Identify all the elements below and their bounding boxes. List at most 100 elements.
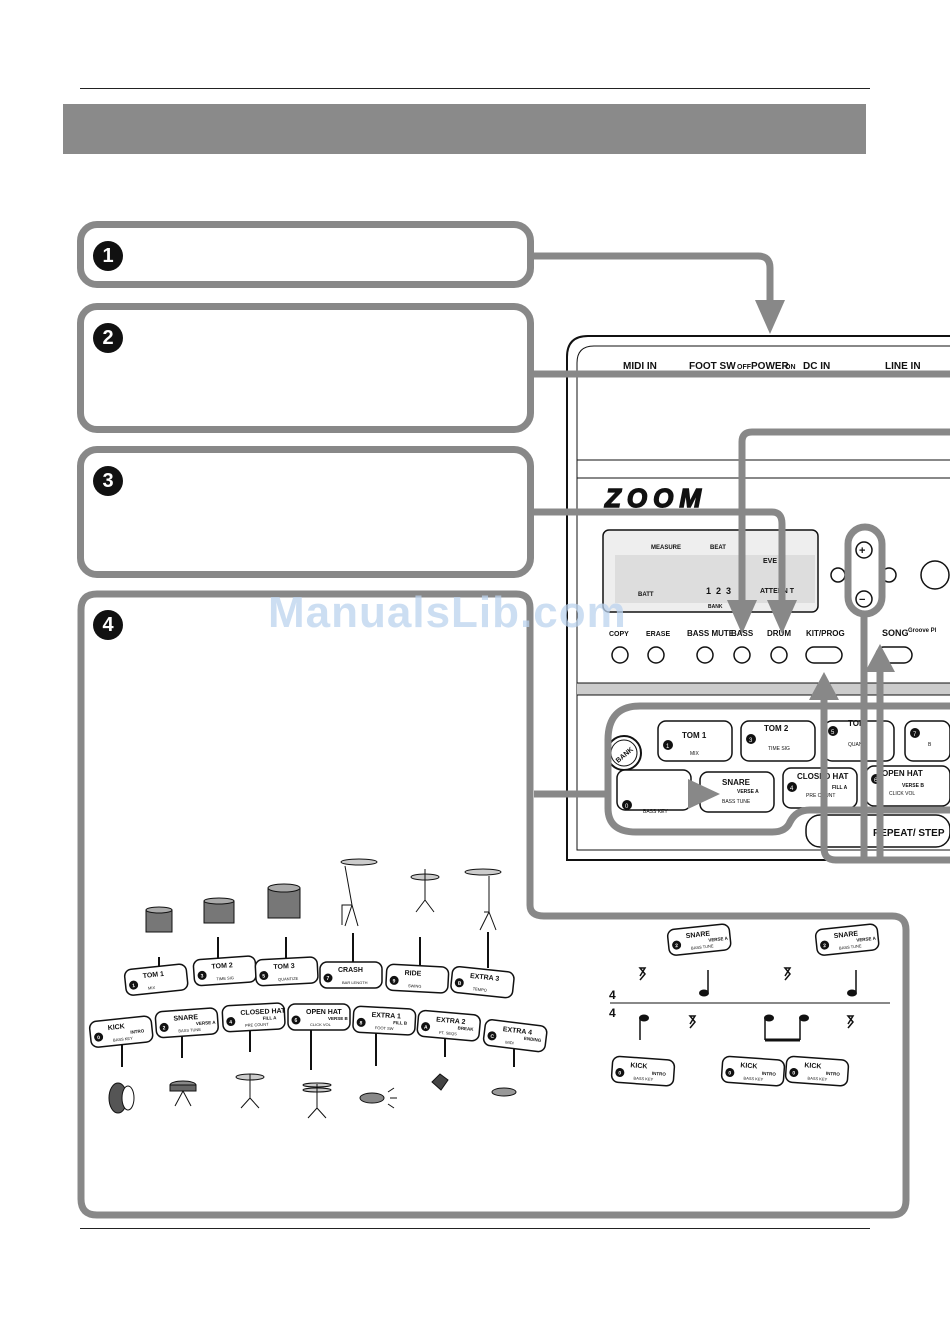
pad-number: 5 bbox=[831, 730, 835, 736]
pad-outline bbox=[610, 1055, 676, 1087]
display-pattern: ATTERN T bbox=[760, 588, 795, 595]
tom2-drum-icon bbox=[203, 897, 235, 924]
pad-sub: BASS TUNE bbox=[691, 943, 714, 950]
pad-name: TOM 2 bbox=[211, 962, 233, 970]
pad-outline bbox=[254, 956, 319, 987]
pad-alt: FILL A bbox=[832, 785, 848, 791]
pad-name: TOM bbox=[848, 719, 866, 728]
pad-number: 1 bbox=[132, 983, 136, 989]
pad-number: 4 bbox=[790, 786, 794, 792]
bass-label: BASS bbox=[731, 629, 754, 638]
pad-outline bbox=[154, 1007, 219, 1039]
on-label: ON bbox=[785, 364, 796, 371]
pad-sub: TEMPO bbox=[472, 986, 487, 992]
pad-sub: TIME SIG bbox=[768, 746, 790, 752]
pad-outline bbox=[352, 1005, 417, 1036]
pad-number: 3 bbox=[749, 738, 753, 744]
pad-outline bbox=[666, 923, 732, 956]
pad-number: 0 bbox=[792, 1070, 795, 1076]
pad-number: C bbox=[490, 1034, 495, 1040]
pad-sub: PRE COUNT bbox=[245, 1022, 269, 1028]
display-bank: BANK bbox=[708, 604, 723, 610]
pad-alt: INTRO bbox=[652, 1071, 667, 1077]
pad-sub: BASS TUNE bbox=[839, 943, 862, 950]
pad-number-badge bbox=[259, 971, 269, 981]
pad-alt: INTRO bbox=[130, 1028, 145, 1034]
pad-name: KICK bbox=[630, 1062, 648, 1070]
pad-name: CLOSED HAT bbox=[240, 1008, 286, 1017]
pad-alt: VERSE B bbox=[328, 1016, 349, 1021]
pad-number: 6 bbox=[295, 1018, 298, 1024]
pad-alt: ENDING bbox=[524, 1036, 542, 1043]
pad-number: B bbox=[457, 981, 462, 987]
pad-sub: CLICK VOL bbox=[310, 1022, 332, 1027]
pad-name: RIDE bbox=[404, 970, 421, 978]
pad-number: 2 bbox=[675, 943, 679, 949]
pad-alt: FILL B bbox=[393, 1020, 408, 1026]
pad-outline bbox=[720, 1055, 786, 1087]
pad-name: CRASH bbox=[338, 967, 363, 974]
song-label: SONG bbox=[882, 628, 909, 638]
pad-number-badge bbox=[226, 1017, 236, 1027]
pad-outline bbox=[88, 1015, 154, 1048]
pad-number-badge bbox=[389, 975, 399, 985]
pad-sub: MIX bbox=[690, 751, 700, 757]
device-pad-crash: 7B bbox=[910, 728, 932, 748]
pad-outline bbox=[385, 963, 450, 994]
bottom-rule bbox=[80, 1228, 870, 1229]
pad-sub: B bbox=[928, 742, 932, 748]
step-box-2: 2 bbox=[77, 303, 534, 433]
pad-number: 7 bbox=[913, 732, 917, 738]
rest-symbol bbox=[846, 1015, 855, 1029]
line-in-label: LINE IN bbox=[885, 361, 921, 372]
pad-alt: INTRO bbox=[826, 1071, 841, 1077]
pad-alt: VERSE A bbox=[708, 936, 729, 943]
off-label: OFF bbox=[737, 364, 752, 371]
tom3-drum-icon bbox=[267, 883, 301, 919]
bank-num-1: 1 bbox=[706, 586, 711, 596]
open-hat-icon bbox=[302, 1082, 332, 1119]
pad-number: 5 bbox=[262, 973, 265, 979]
time-sig-top: 4 bbox=[609, 988, 616, 1002]
repeat-step-label: REPEAT/ STEP bbox=[873, 828, 945, 839]
pad-alt: VERSE A bbox=[737, 789, 759, 795]
pad-alt: VERSE B bbox=[902, 783, 924, 789]
pad-name: EXTRA 3 bbox=[470, 973, 500, 983]
pad-alt: FILL A bbox=[263, 1015, 278, 1021]
pad-number-badge bbox=[789, 1068, 799, 1078]
pad-number-badge bbox=[725, 1068, 735, 1078]
pad-name: SNARE bbox=[833, 930, 858, 940]
pad-name: KICK bbox=[804, 1062, 822, 1070]
kick-drum-icon bbox=[108, 1082, 135, 1114]
pad-number-badge bbox=[672, 940, 682, 950]
pad-number-badge bbox=[159, 1022, 169, 1032]
drum-label: DRUM bbox=[767, 629, 791, 638]
step-number-4: 4 bbox=[93, 610, 123, 640]
bank-num-2: 2 bbox=[716, 586, 721, 596]
snare-drum-icon bbox=[169, 1080, 197, 1107]
plus-key: + bbox=[859, 545, 865, 557]
erase-label: ERASE bbox=[646, 631, 670, 638]
zoom-logo: ZOOM bbox=[604, 483, 707, 513]
crash-cymbal-icon bbox=[340, 858, 378, 927]
pad-outline bbox=[482, 1019, 548, 1053]
pad-sub: BASS TUNE bbox=[722, 799, 751, 805]
kit-pad-top: B EXTRA 3 TEMPO bbox=[450, 965, 515, 999]
pad-number: 3 bbox=[200, 973, 203, 979]
midi-in-label: MIDI IN bbox=[623, 361, 657, 372]
pad-number-badge bbox=[615, 1068, 625, 1078]
